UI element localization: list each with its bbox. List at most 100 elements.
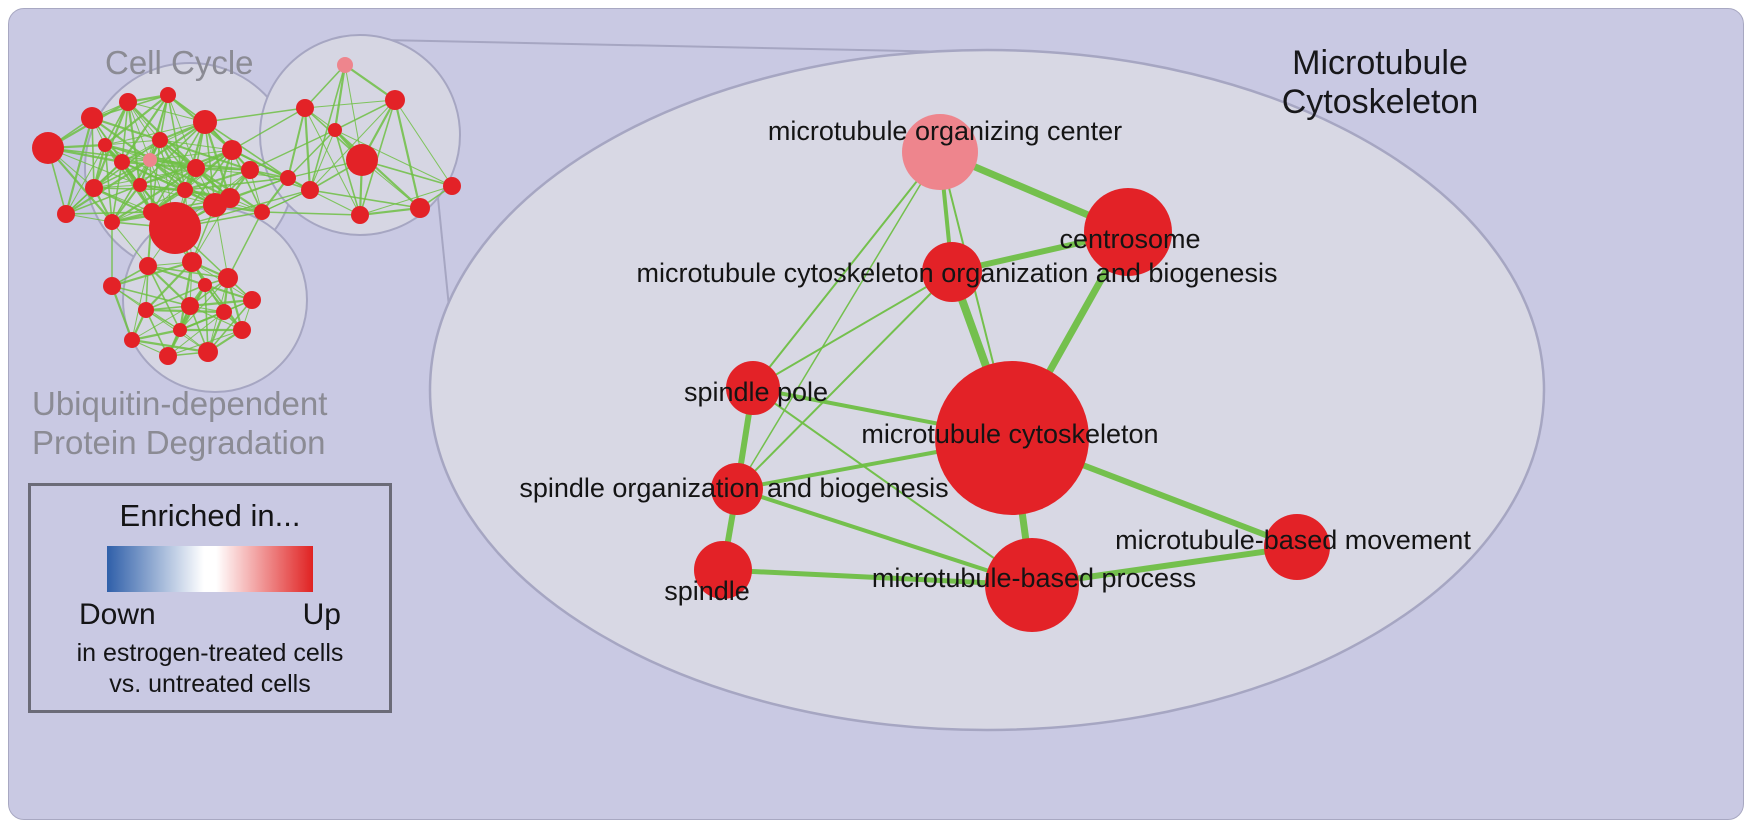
node-spindle (694, 541, 752, 599)
mini-edge (149, 149, 233, 161)
mini-edge (231, 107, 306, 151)
mini-edge (207, 299, 253, 353)
mini-edge (178, 261, 194, 331)
node-label-sorg: spindle organization and biogenesis (519, 473, 948, 503)
node-label-centrosome: centrosome (1059, 224, 1200, 254)
mini-edge (159, 139, 233, 151)
legend-down-label: Down (79, 598, 156, 631)
mini-edge (111, 159, 151, 223)
node-sorg (711, 463, 763, 515)
mini-node (280, 170, 296, 186)
mini-node (85, 179, 103, 197)
node-centrosome (1084, 188, 1172, 276)
mini-edge (287, 107, 306, 179)
mini-node (198, 278, 212, 292)
mini-edge (334, 129, 421, 209)
mini-node (233, 321, 251, 339)
legend-title: Enriched in... (119, 498, 301, 533)
mini-node (243, 291, 261, 309)
mini-node (32, 132, 64, 164)
mini-edge (131, 338, 209, 354)
mini-edge (65, 184, 141, 215)
node-label-moc: microtubule organizing center (768, 116, 1122, 146)
legend-caption: in estrogen-treated cells vs. untreated … (76, 639, 344, 698)
edge-spindle-mtproc (722, 567, 1033, 588)
mini-node (385, 90, 405, 110)
mini-edge (65, 144, 106, 215)
mini-edge (304, 99, 396, 109)
mini-edge (394, 99, 453, 187)
mini-edge (334, 129, 361, 216)
mini-node (81, 107, 103, 129)
edge-sorg-mtproc (736, 487, 1033, 587)
mini-edge (227, 211, 263, 279)
mini-edge (104, 144, 113, 223)
mini-edge (47, 147, 151, 161)
mini-node (124, 332, 140, 348)
mini-node (337, 57, 353, 73)
mini-node (152, 132, 168, 148)
node-label-mtc: microtubule cytoskeleton (861, 419, 1158, 449)
mini-node (143, 153, 157, 167)
node-mtc (935, 361, 1089, 515)
mini-edge (359, 206, 421, 217)
mini-edge (287, 129, 336, 179)
mini-edge (231, 149, 311, 191)
mini-node (193, 110, 217, 134)
mini-edge (131, 328, 181, 342)
mini-node (187, 159, 205, 177)
mini-edge (104, 121, 206, 146)
mini-node (351, 206, 369, 224)
mini-node (104, 214, 120, 230)
mini-edge (204, 121, 289, 179)
mini-node (296, 99, 314, 117)
mini-node (57, 205, 75, 223)
mini-node (410, 198, 430, 218)
mini-edge (147, 264, 206, 287)
legend-gradient-bar (107, 546, 313, 592)
mini-node (443, 177, 461, 195)
mini-edge (121, 101, 129, 163)
mini-edge (249, 169, 311, 191)
node-label-mco: microtubule cytoskeleton organization an… (637, 258, 1278, 288)
mini-edge (159, 138, 251, 172)
node-label-spole: spindle pole (684, 377, 828, 407)
mini-edge (309, 189, 421, 209)
edge-moc-spole (752, 151, 941, 389)
mini-edge (334, 129, 453, 187)
node-mtmove (1264, 514, 1330, 580)
node-label-mtproc: microtubule-based process (872, 563, 1196, 593)
mini-edge (111, 221, 149, 267)
mini-edge (111, 161, 123, 223)
mini-node (218, 268, 238, 288)
mini-node (133, 178, 147, 192)
mini-edge (334, 99, 396, 131)
mini-edge (149, 159, 231, 199)
mini-node (182, 252, 202, 272)
edge-mco-spole (752, 271, 953, 389)
edge-spole-mtproc (752, 387, 1033, 586)
mini-node (254, 204, 270, 220)
mini-node (198, 342, 218, 362)
mini-node (149, 202, 201, 254)
mini-node (241, 161, 259, 179)
mini-edge (344, 64, 396, 101)
mini-edge (121, 161, 186, 191)
node-label-spindle: spindle (664, 576, 750, 606)
mini-node (301, 181, 319, 199)
mini-node (119, 93, 137, 111)
edge-moc-sorg (736, 151, 941, 490)
mini-edge (139, 184, 216, 206)
mini-node (114, 154, 130, 170)
mini-node (138, 302, 154, 318)
mini-edge (344, 64, 363, 161)
mini-edge (249, 129, 336, 171)
mini-edge (104, 94, 169, 146)
cluster-label-microtubule-cytoskeleton: Microtubule Cytoskeleton (1281, 44, 1479, 121)
mini-node (173, 323, 187, 337)
cluster-label-cell-cycle: Cell Cycle (105, 44, 254, 81)
mini-edge (393, 99, 422, 209)
mini-edge (127, 101, 206, 123)
